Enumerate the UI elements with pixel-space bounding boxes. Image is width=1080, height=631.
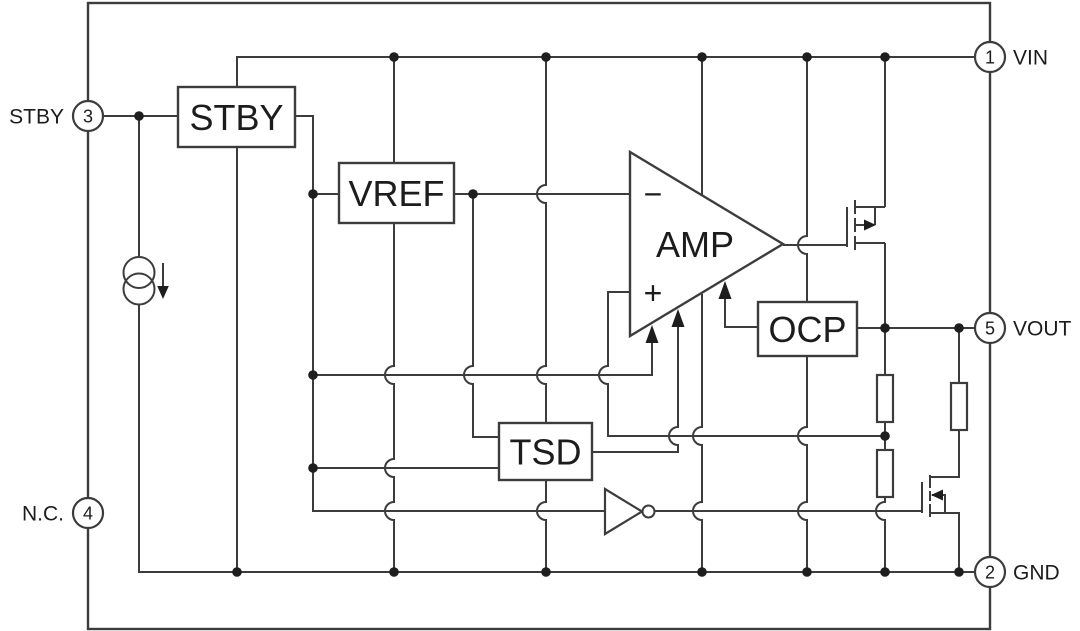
resistor-discharge [949,381,969,432]
wires [103,56,977,573]
tsd-block-label: TSD [510,432,582,473]
junction-dots [134,52,964,577]
pin-gnd-label: GND [1013,562,1060,585]
pmos-pass-transistor-icon [846,200,885,250]
amp-triangle [628,149,786,339]
wire-tsd-output [592,325,679,453]
wire-vref-column [384,57,395,572]
disable-arrow-head [645,325,659,343]
vref-block-label: VREF [348,173,444,214]
stby-block-label: STBY [189,97,283,138]
vref-block [337,161,456,225]
wire-stby-control [295,115,605,512]
pin-vin-label: VIN [1013,47,1048,70]
pmos-terminals [855,206,885,244]
resistor-upper [875,373,895,424]
resistor-lower [875,448,895,499]
pin-vin: 1 VIN [973,40,1048,74]
nmos-body-arrow [931,489,943,501]
pin-stby: 3 STBY [9,99,105,133]
amp-noninverting-input-sign: + [644,275,663,311]
tsd-block [497,421,594,482]
current-source-circle-bottom [122,272,156,306]
stby-block [176,85,297,149]
inverter-bubble [641,504,656,519]
pmos-body-arrow [864,219,876,231]
current-source-arrow-head [157,286,169,299]
wire-discharge-fet [930,328,960,572]
wire-vin-bus [236,56,975,572]
ocp-block-label: OCP [768,309,846,350]
tsd-arrow-head [671,309,685,327]
pin-stby-circle [71,99,105,133]
ocp-arrow-head [718,281,732,299]
current-source-icon [122,256,169,306]
wire-tsd-column [536,57,547,572]
ocp-block [756,300,859,358]
pin-vin-circle [973,40,1007,74]
pin-vout: 5 VOUT [973,311,1072,345]
wire-disable-amp [313,341,653,376]
pin-vout-circle [973,311,1007,345]
pin-vin-number: 1 [985,48,995,68]
wire-feedback [598,291,885,437]
pin-nc-label: N.C. [22,503,64,526]
wire-vref-to-tsd [463,194,499,438]
pin-vout-label: VOUT [1013,318,1072,341]
current-source-circle-top [122,256,156,289]
wire-amp-column [692,57,703,572]
amp-label: AMP [656,224,734,265]
pin-gnd: 2 GND [973,555,1060,589]
pin-gnd-number: 2 [985,563,995,583]
amp-inverting-input-sign: − [644,176,663,212]
inverter-triangle [603,487,645,536]
pin-stby-number: 3 [83,107,93,127]
wire-ocp-output [724,297,758,328]
pin-stby-label: STBY [9,106,64,129]
pin-nc-number: 4 [83,504,93,524]
pin-vout-number: 5 [985,319,995,339]
pin-nc-circle [71,496,105,530]
pin-gnd-circle [973,555,1007,589]
nmos-discharge-transistor-icon [921,475,958,517]
pin-nc: 4 N.C. [22,496,105,530]
inverter-icon [603,487,656,536]
